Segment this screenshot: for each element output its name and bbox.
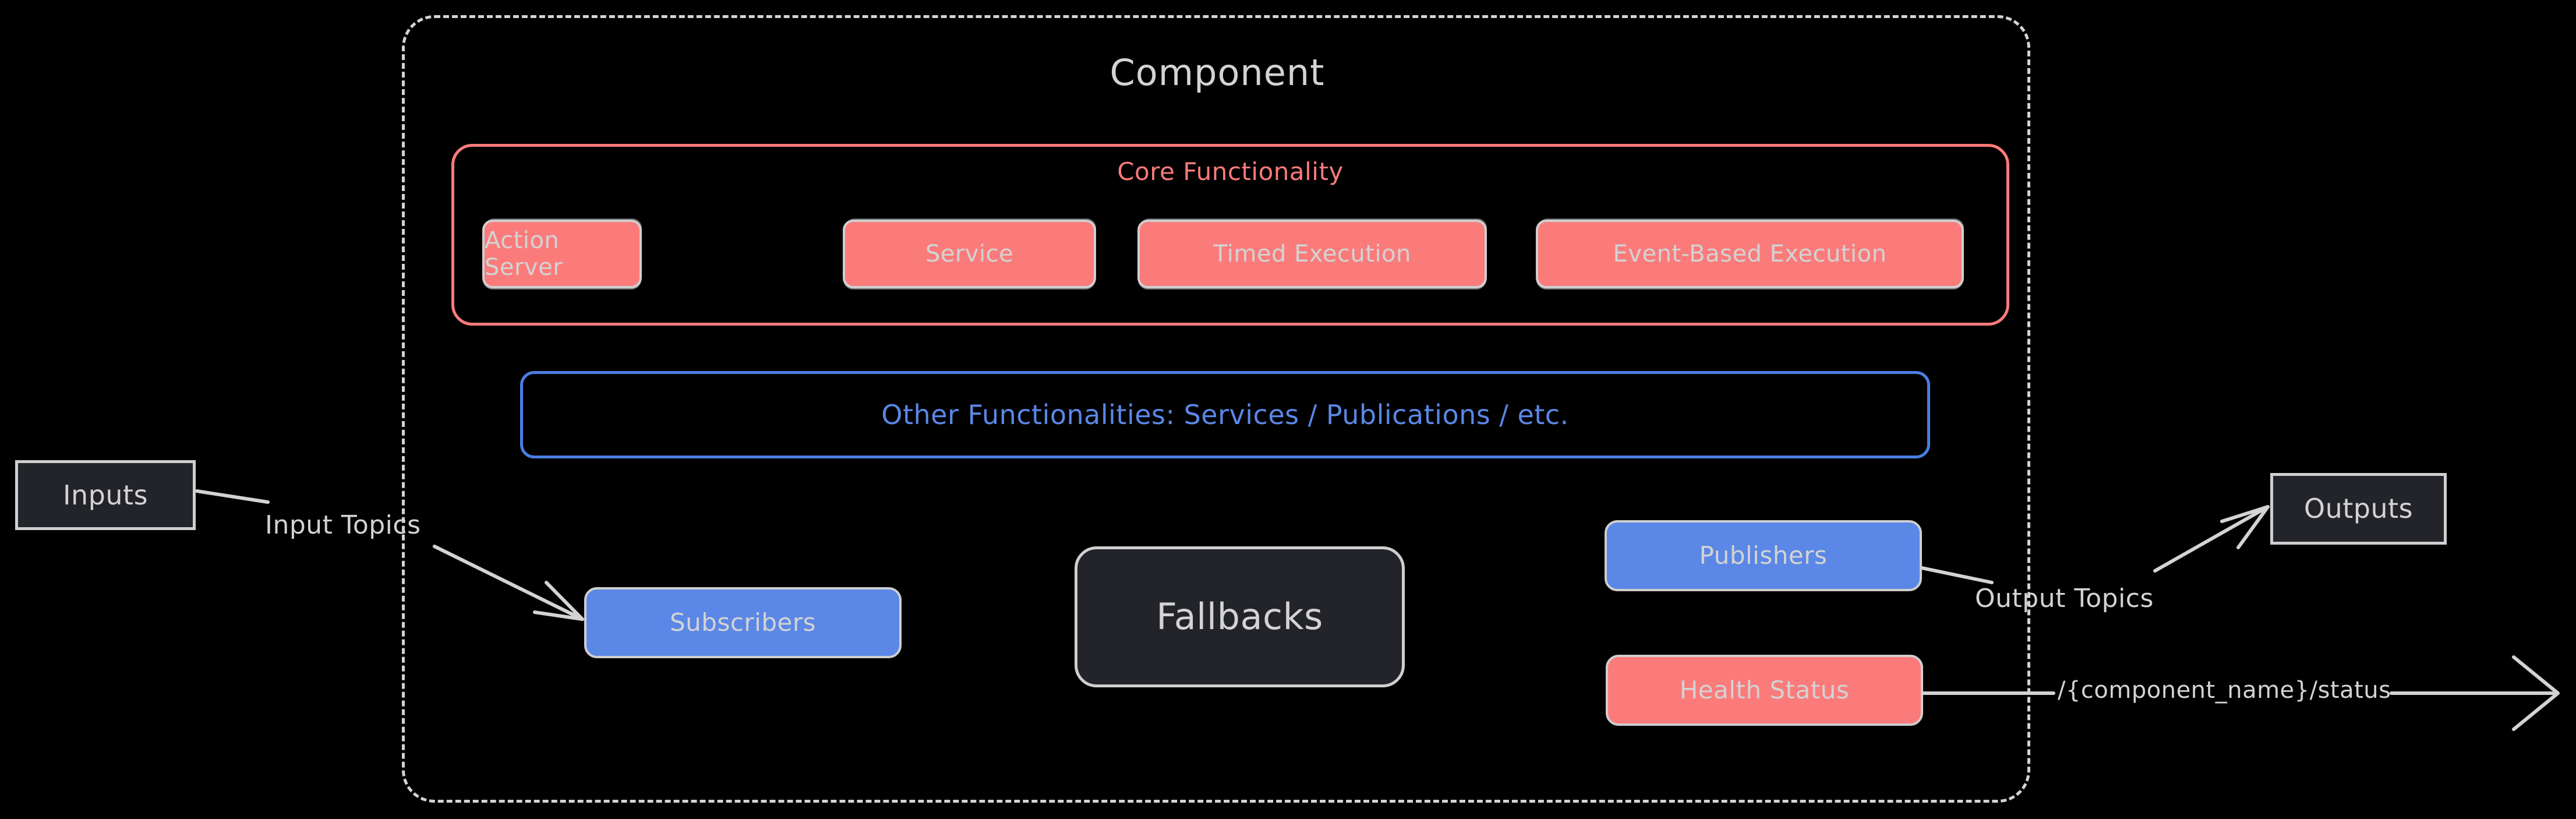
- core-chip-event-based-execution[interactable]: Event-Based Execution: [1536, 220, 1964, 288]
- core-chip-action-server[interactable]: Action Server: [482, 220, 642, 288]
- core-chip-service[interactable]: Service: [843, 220, 1096, 288]
- publishers-node[interactable]: Publishers: [1605, 520, 1922, 591]
- core-functionality-group: [451, 144, 2009, 326]
- other-functionalities-box[interactable]: Other Functionalities: Services / Public…: [520, 371, 1930, 458]
- component-boundary: [402, 15, 2030, 803]
- health-status-node[interactable]: Health Status: [1606, 655, 1923, 726]
- page-title: Component: [1109, 51, 1325, 94]
- arrowhead-outputs-upper: [2220, 505, 2270, 523]
- arrowhead-outputs-lower: [2236, 505, 2270, 549]
- edge-label-status-topic: /{component_name}/status: [2058, 677, 2391, 704]
- core-functionality-label: Core Functionality: [1117, 157, 1344, 186]
- fallbacks-node[interactable]: Fallbacks: [1075, 546, 1405, 687]
- edge-label-input-topics: Input Topics: [265, 510, 421, 540]
- subscribers-node[interactable]: Subscribers: [584, 587, 902, 658]
- inputs-node[interactable]: Inputs: [15, 460, 196, 530]
- connector-inputs-to-label: [195, 489, 270, 504]
- edge-label-output-topics: Output Topics: [1975, 584, 2154, 613]
- core-chip-timed-execution[interactable]: Timed Execution: [1137, 220, 1487, 288]
- connector-output-topics-to-outputs: [2153, 505, 2270, 573]
- arrowhead-status-out: [2512, 655, 2560, 731]
- outputs-node[interactable]: Outputs: [2270, 473, 2447, 545]
